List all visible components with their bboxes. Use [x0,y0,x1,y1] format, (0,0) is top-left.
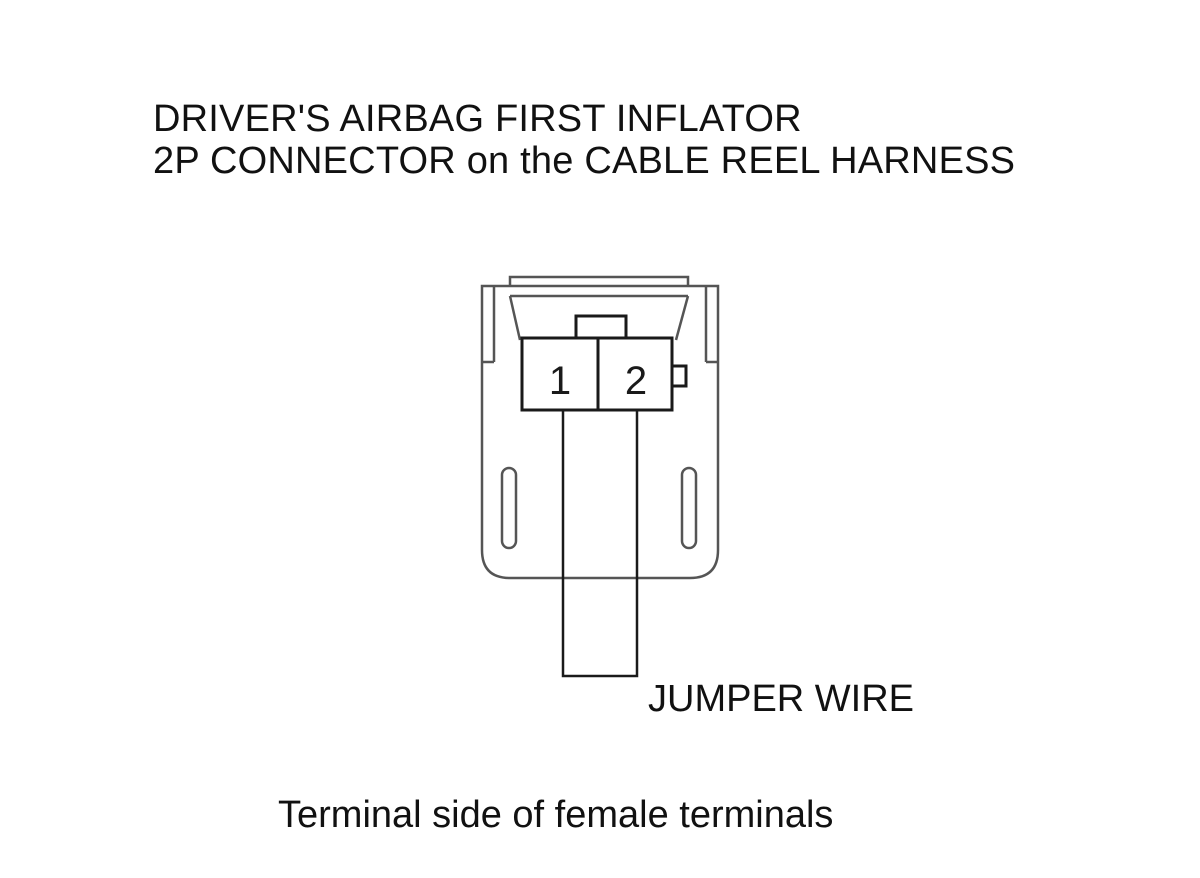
connector-body [480,275,720,580]
title-line-2: 2P CONNECTOR on the CABLE REEL HARNESS [153,140,1016,182]
title-line-1: DRIVER'S AIRBAG FIRST INFLATOR [153,98,802,140]
connector-right-chamfer [674,295,690,341]
right-latch-slot [680,466,698,550]
connector-top-cap [508,275,690,286]
connector-housing-outline [480,284,720,580]
pin-2-label: 2 [625,359,647,403]
terminal-key-tab [574,314,628,342]
diagram-title: DRIVER'S AIRBAG FIRST INFLATOR 2P CONNEC… [153,98,1015,182]
jumper-wire-label: JUMPER WIRE [648,678,914,720]
connector-left-chamfer [508,295,522,341]
jumper-wire [561,410,639,678]
left-latch-slot [500,466,518,550]
pin-1-label: 1 [549,359,571,403]
terminal-block [520,314,688,412]
terminal-side-lock [670,364,688,388]
view-caption: Terminal side of female terminals [278,794,834,836]
